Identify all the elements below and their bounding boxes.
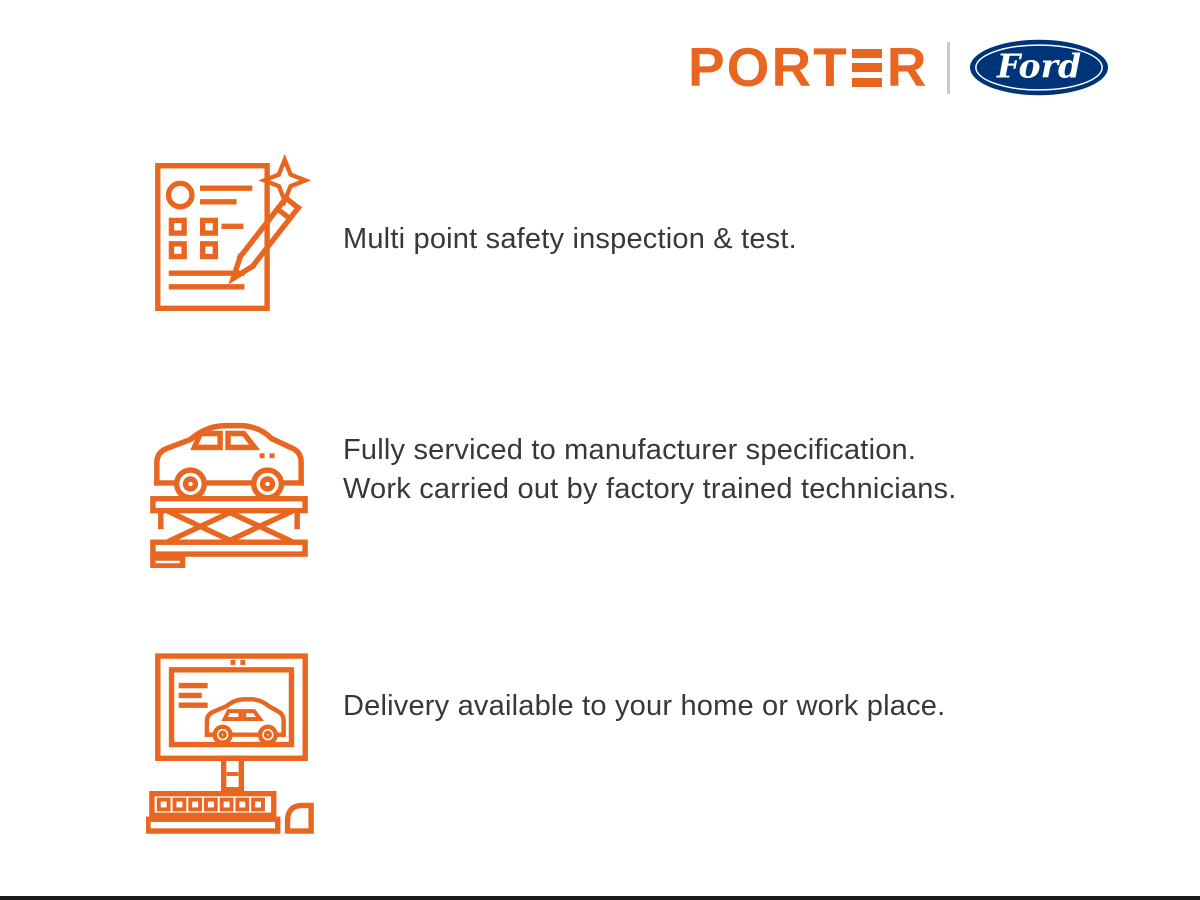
feature-line: Fully serviced to manufacturer specifica… — [343, 434, 917, 466]
feature-line: Work carried out by factory trained tech… — [343, 473, 957, 505]
porter-logo-text-left: PORT — [688, 36, 849, 98]
mouse-icon — [284, 802, 314, 834]
porter-logo-text-right: R — [886, 36, 929, 98]
bottom-border-bar — [0, 896, 1200, 900]
sparkle-icon — [258, 154, 312, 207]
logo-divider — [946, 41, 950, 94]
feature-text-inspection: Multi point safety inspection & test. — [343, 220, 797, 259]
ford-oval — [969, 39, 1108, 96]
ford-logo-text: Ford — [995, 47, 1080, 86]
porter-logo: PORT R — [688, 40, 929, 95]
pencil-icon — [228, 194, 303, 285]
porter-stylized-e-icon — [851, 48, 882, 87]
ford-oval-ring — [974, 44, 1103, 91]
feature-text-service: Fully serviced to manufacturer specifica… — [343, 431, 957, 509]
feature-text-delivery: Delivery available to your home or work … — [343, 687, 945, 726]
car-service-lift-icon — [150, 422, 308, 568]
safety-inspection-checklist-icon — [155, 154, 312, 311]
online-delivery-computer-icon — [146, 653, 314, 834]
feature-line: Multi point safety inspection & test. — [343, 223, 797, 255]
feature-line: Delivery available to your home or work … — [343, 690, 946, 722]
header: PORT R Ford — [688, 38, 1110, 97]
ford-logo: Ford — [969, 39, 1108, 96]
